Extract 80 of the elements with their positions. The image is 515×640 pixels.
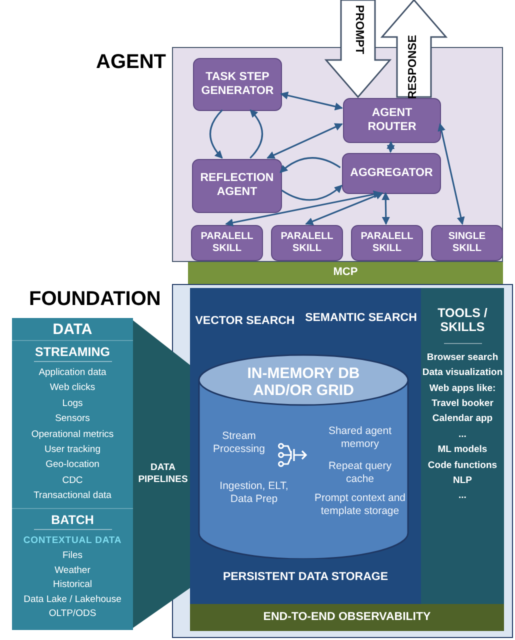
box-label: PARALELL SKILL — [360, 231, 414, 255]
list-item: Historical — [52, 578, 92, 592]
area-label: VECTOR SEARCH — [195, 315, 295, 329]
box-label: AGENT ROUTER — [366, 106, 418, 134]
database-title: IN-MEMORY DB AND/OR GRID — [246, 365, 361, 400]
list-item: Travel booker — [432, 396, 494, 411]
list-item: Logs — [62, 396, 83, 411]
list-item: Web clicks — [50, 381, 96, 396]
connector-arrow — [386, 141, 395, 153]
curved-arrow — [281, 184, 342, 201]
layer-heading: AGENT — [96, 51, 166, 74]
list-item: Code functions — [428, 458, 498, 473]
database-feature: Ingestion, ELT, Data Prep — [218, 480, 290, 506]
database-feature: Shared agent memory — [327, 425, 393, 450]
list-item: Web apps like: — [429, 382, 496, 396]
box-label: MCP — [332, 266, 359, 280]
area-label: PERSISTENT DATA STORAGE — [222, 571, 390, 585]
component-box — [192, 159, 282, 213]
section-heading: STREAMING — [35, 345, 110, 359]
pipeline-label: DATA PIPELINES — [137, 462, 189, 486]
area-label: SEMANTIC SEARCH — [304, 312, 418, 326]
database-cylinder — [198, 354, 409, 559]
block-arrow — [324, 0, 392, 98]
list-item: User tracking — [44, 443, 100, 458]
box-label: SINGLE SKILL — [447, 231, 487, 255]
list-item: NLP — [453, 474, 472, 488]
section-subheading: CONTEXTUAL DATA — [23, 534, 122, 548]
tools-panel — [421, 288, 504, 604]
curved-arrow — [250, 109, 263, 159]
connector-arrow — [382, 192, 390, 225]
list-item: Browser search — [426, 350, 498, 365]
block-arrow — [380, 0, 448, 98]
data-sources-panel — [12, 318, 133, 630]
list-item: ... — [458, 428, 466, 442]
list-item: Sensors — [55, 412, 90, 426]
list-item: Geo-location — [46, 458, 100, 472]
connector-arrow — [280, 92, 343, 110]
list-item: Operational metrics — [31, 428, 114, 442]
section-heading: BATCH — [51, 513, 94, 527]
database-feature: Stream Processing — [212, 430, 266, 456]
connector-arrow — [305, 192, 384, 226]
curved-arrow — [210, 109, 223, 159]
list-item: Data Lake / Lakehouse — [24, 592, 122, 607]
box-label: AGGREGATOR — [349, 166, 434, 180]
list-item: Transactional data — [34, 489, 112, 504]
skill-box — [271, 225, 343, 261]
list-item: Calendar app — [432, 412, 493, 426]
connector-arrow — [266, 123, 343, 159]
box-label: END-TO-END OBSERVABILITY — [262, 610, 432, 624]
list-item: ML models — [438, 443, 488, 458]
database-feature: Repeat query cache — [327, 460, 393, 486]
connector-arrow — [225, 190, 382, 227]
box-label: PARALELL SKILL — [280, 231, 334, 255]
list-item: ... — [458, 489, 466, 504]
section-heading: TOOLS / SKILLS — [436, 306, 488, 335]
component-box — [343, 98, 441, 143]
curved-arrow — [280, 157, 341, 174]
skill-box — [351, 225, 423, 261]
skill-box — [191, 225, 263, 261]
list-item: Application data — [38, 366, 106, 380]
section-heading: DATA — [52, 321, 92, 338]
list-item: OLTP/ODS — [48, 607, 96, 622]
connector-arrow — [438, 123, 465, 225]
list-item: Files — [62, 549, 83, 563]
skill-box — [431, 225, 503, 261]
protocol-bar — [188, 262, 503, 284]
box-label: REFLECTION AGENT — [199, 172, 275, 200]
arrow-label: PROMPT — [352, 5, 364, 55]
list-item: CDC — [62, 474, 83, 488]
list-item: Weather — [54, 564, 90, 578]
list-item: Data visualization — [422, 366, 503, 380]
component-box — [193, 58, 282, 111]
box-label: TASK STEP GENERATOR — [200, 70, 275, 98]
database-feature: Prompt context and template storage — [314, 492, 406, 518]
box-label: PARALELL SKILL — [200, 231, 254, 255]
observability-bar — [190, 604, 504, 631]
layer-heading: FOUNDATION — [29, 288, 161, 311]
arrow-label: RESPONSE — [408, 35, 420, 99]
search-storage-panel — [190, 288, 421, 604]
component-box — [342, 153, 441, 194]
